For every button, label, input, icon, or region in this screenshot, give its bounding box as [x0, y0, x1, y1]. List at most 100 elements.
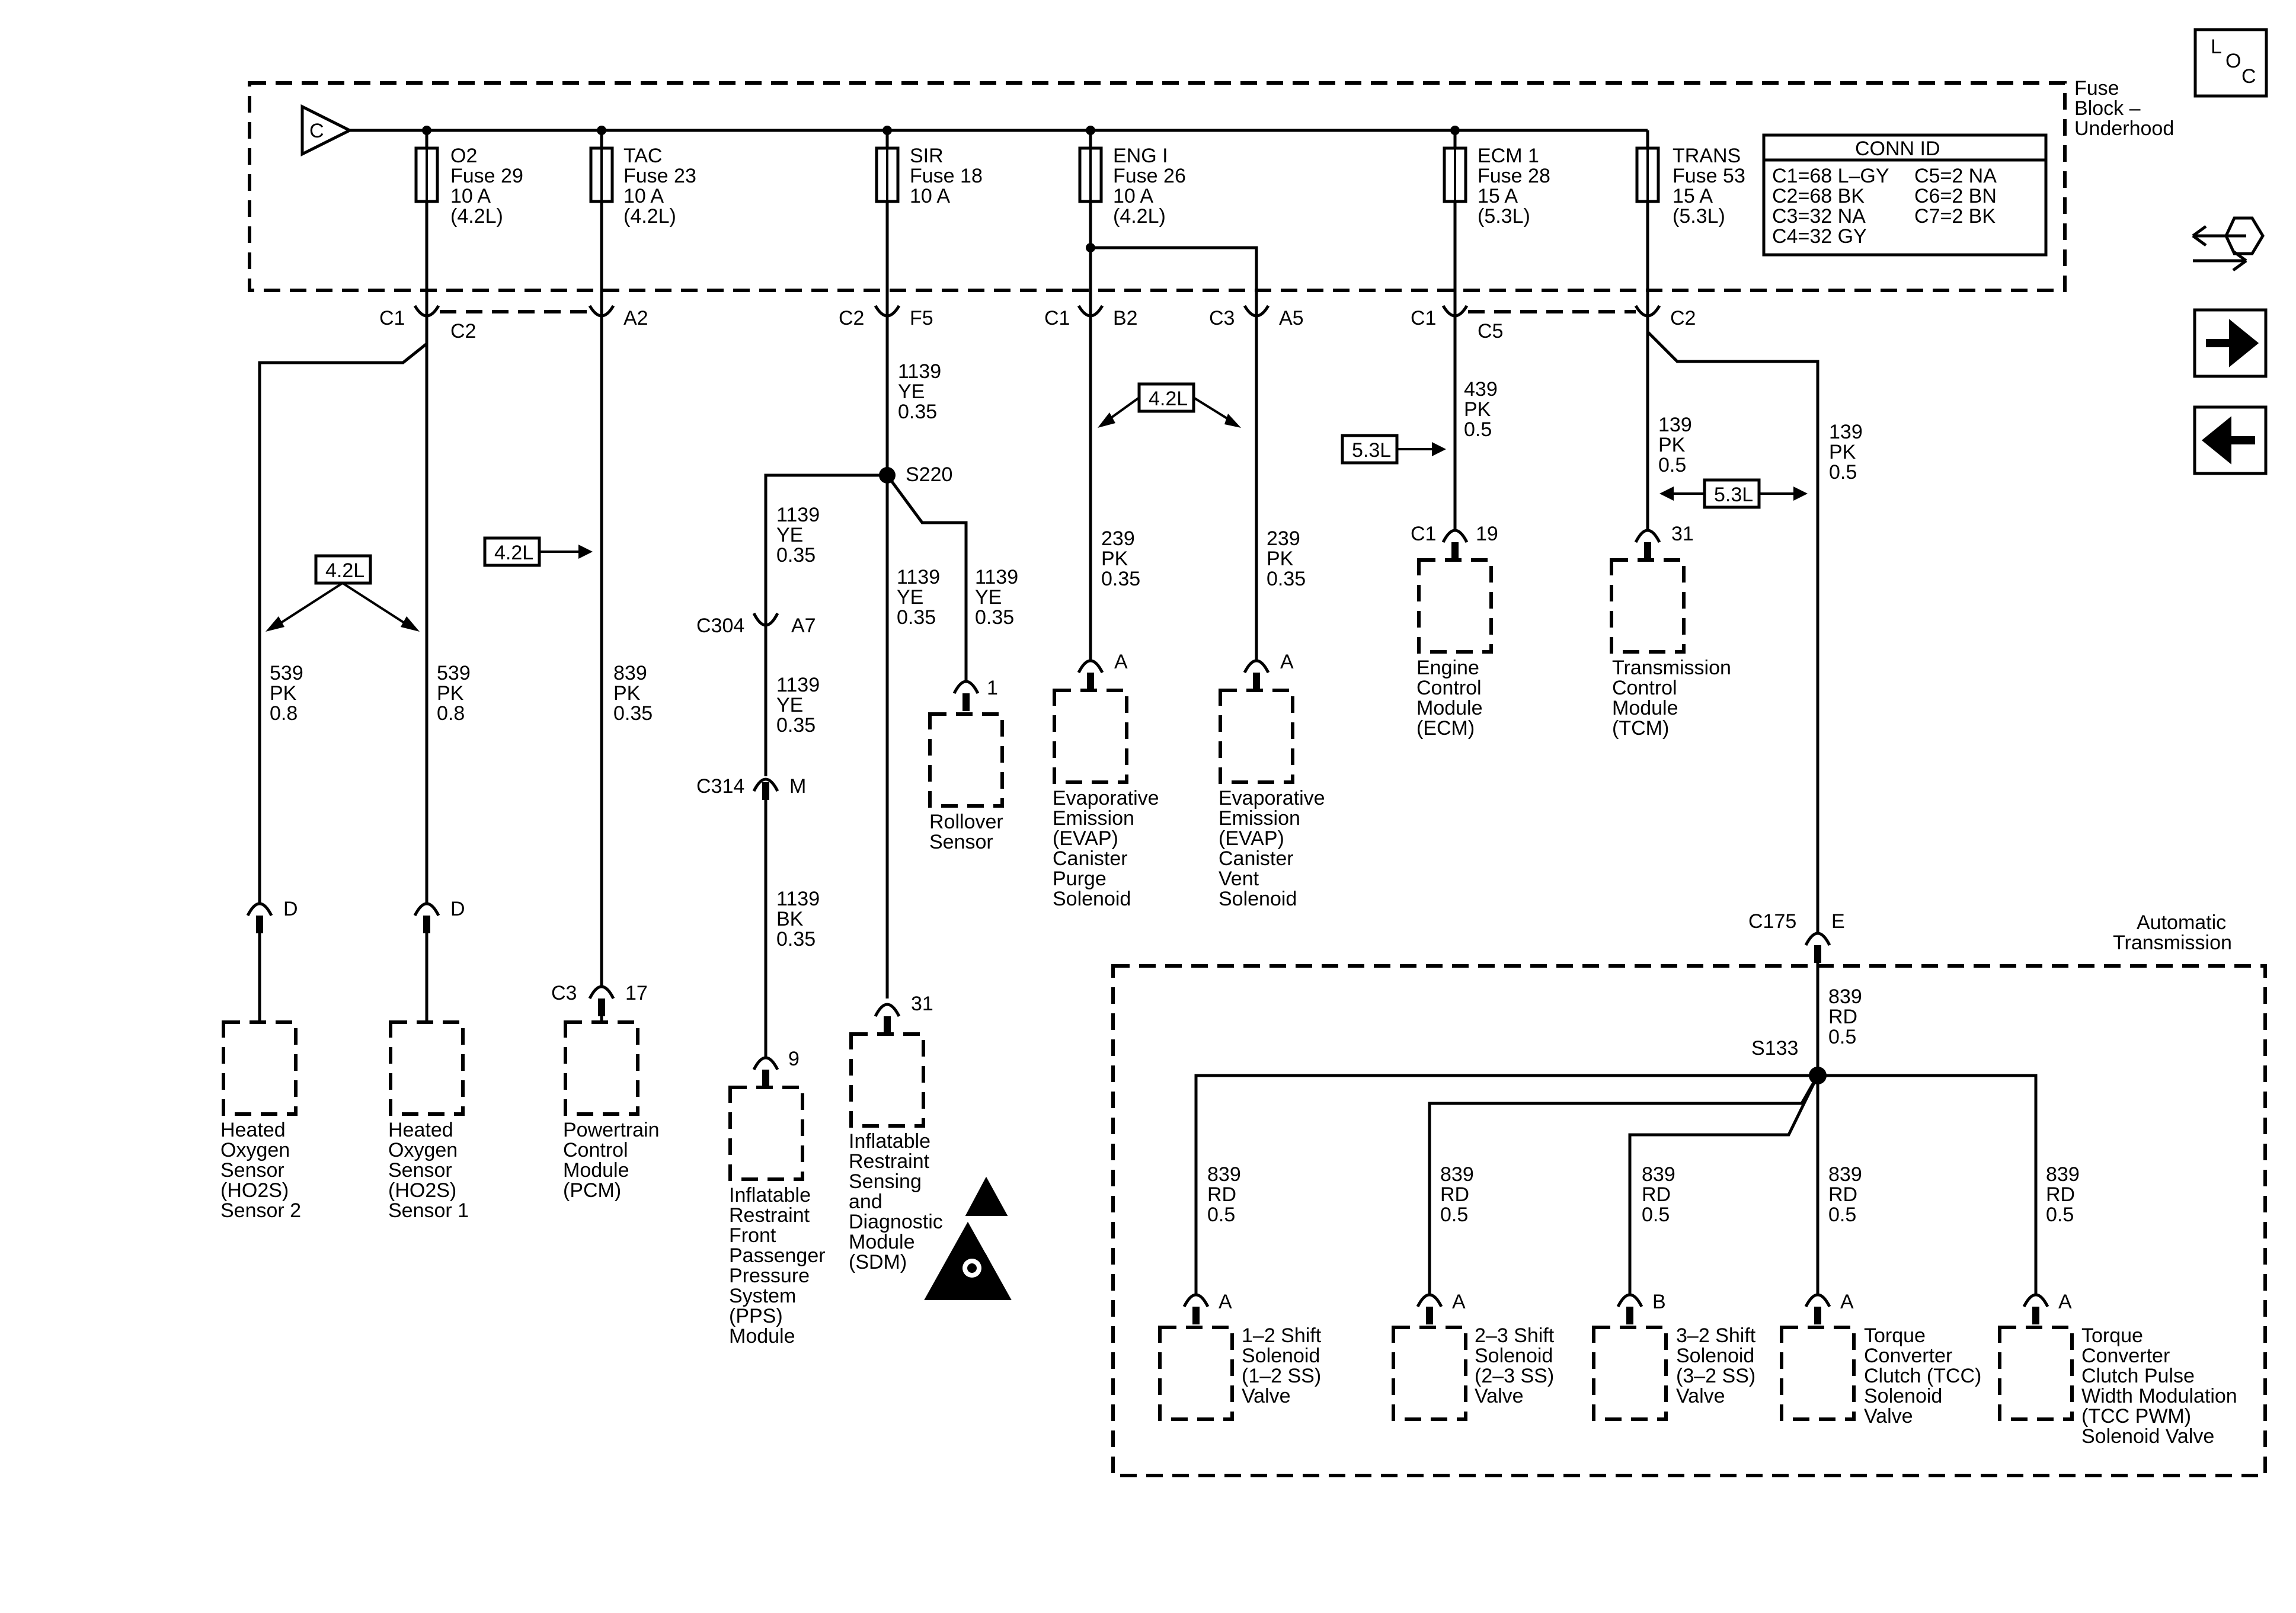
sdm-label: Inflatable Restraint Sensing and Diagnos… [849, 1130, 943, 1273]
svg-text:Rollover: Rollover [929, 811, 1003, 833]
ho2s1-label: Heated Oxygen Sensor (HO2S) Sensor 1 [388, 1119, 469, 1222]
tccpwm-component [1998, 1326, 2074, 1421]
svg-text:C175: C175 [1748, 910, 1796, 933]
svg-text:(3–2 SS): (3–2 SS) [1676, 1365, 1755, 1387]
wire-label-1139-top: 1139 YE 0.35 [898, 360, 941, 423]
fuse-trans: TRANS Fuse 53 15 A (5.3L) [1635, 130, 1745, 302]
svg-text:Fuse 28: Fuse 28 [1478, 165, 1550, 187]
svg-text:C3=32 NA: C3=32 NA [1772, 205, 1866, 228]
svg-text:Solenoid: Solenoid [1219, 888, 1297, 910]
wire-1139-pps [764, 473, 887, 607]
connector-pps-9: 9 [752, 1048, 800, 1087]
svg-text:(4.2L): (4.2L) [1113, 205, 1166, 228]
previous-page-button[interactable] [2193, 405, 2268, 475]
svg-text:C2: C2 [839, 307, 864, 329]
option-4.2l-evap: 4.2L [1098, 382, 1241, 428]
wire-label-1139-pps-a: 1139 YE 0.35 [776, 504, 820, 567]
svg-text:Valve: Valve [1676, 1385, 1725, 1407]
next-page-button[interactable] [2193, 308, 2268, 378]
svg-text:A7: A7 [791, 615, 816, 637]
svg-text:1: 1 [987, 677, 998, 699]
svg-text:5.3L: 5.3L [1714, 484, 1753, 506]
svg-text:19: 19 [1476, 523, 1498, 545]
svg-text:PK: PK [613, 682, 641, 705]
svg-text:A: A [1840, 1291, 1854, 1313]
tcc-component [1780, 1326, 1856, 1421]
wire-label-839-rd-feed: 839 RD 0.5 [1828, 985, 1862, 1048]
svg-text:Inflatable: Inflatable [729, 1184, 811, 1206]
svg-text:Converter: Converter [1864, 1345, 1952, 1367]
svg-text:(PPS): (PPS) [729, 1305, 783, 1327]
svg-text:Fuse: Fuse [2074, 77, 2119, 100]
wire-label-839-rd-tccpwm: 839 RD 0.5 [2046, 1163, 2080, 1226]
wire-label-439: 439 PK 0.5 [1464, 378, 1498, 441]
svg-text:Module: Module [1612, 697, 1678, 719]
svg-text:0.5: 0.5 [2046, 1204, 2074, 1226]
svg-text:YE: YE [898, 380, 925, 403]
tcm-label: Transmission Control Module (TCM) [1612, 657, 1731, 740]
connector-ss32-b: B [1616, 1291, 1666, 1324]
svg-text:15 A: 15 A [1478, 185, 1518, 207]
svg-text:0.5: 0.5 [1464, 418, 1492, 441]
svg-text:C1=68 L–GY: C1=68 L–GY [1772, 165, 1889, 187]
loc-icon[interactable]: L O C [2193, 28, 2268, 98]
connector-ss12-a: A [1182, 1291, 1232, 1324]
svg-text:C7=2 BK: C7=2 BK [1914, 205, 1996, 228]
svg-text:Engine: Engine [1416, 657, 1479, 679]
fuse-block-outline [248, 81, 2067, 292]
svg-text:Torque: Torque [1864, 1324, 1926, 1347]
svg-text:4.2L: 4.2L [494, 542, 533, 564]
wire-label-239-purge: 239 PK 0.35 [1101, 527, 1140, 590]
svg-text:2–3 Shift: 2–3 Shift [1475, 1324, 1555, 1347]
svg-text:0.8: 0.8 [270, 702, 298, 725]
connector-ecm-c1-19: C1 19 [1411, 523, 1498, 560]
connector-sdm-31: 31 [874, 993, 933, 1034]
service-tools-icon[interactable] [2192, 216, 2265, 272]
wire-label-239-vent: 239 PK 0.35 [1267, 527, 1306, 590]
sdm-component [849, 1032, 925, 1128]
loc-l: L [2211, 36, 2222, 58]
svg-text:0.35: 0.35 [776, 928, 816, 950]
svg-text:0.35: 0.35 [1267, 568, 1306, 590]
svg-text:4.2L: 4.2L [325, 559, 364, 582]
svg-text:C2=68 BK: C2=68 BK [1772, 185, 1865, 207]
svg-text:PK: PK [1267, 548, 1294, 570]
wire-label-839-rd-tcc: 839 RD 0.5 [1828, 1163, 1862, 1226]
ho2s2-label: Heated Oxygen Sensor (HO2S) Sensor 2 [220, 1119, 301, 1222]
connector-eng-b2: C1 B2 [1044, 302, 1138, 329]
svg-text:RD: RD [1828, 1006, 1857, 1028]
svg-text:10 A: 10 A [450, 185, 491, 207]
wire-839-tccpwm [1818, 1074, 2038, 1295]
ecm-label: Engine Control Module (ECM) [1416, 657, 1483, 740]
svg-text:Sensor: Sensor [929, 831, 993, 853]
svg-text:C5: C5 [1478, 320, 1503, 343]
connector-sir: C2 F5 [839, 302, 933, 329]
svg-text:C2: C2 [450, 320, 476, 343]
connector-vent-a: A [1243, 651, 1294, 690]
svg-text:0.8: 0.8 [437, 702, 465, 725]
fuse-block-label: Fuse Block – Underhood [2074, 77, 2174, 140]
svg-text:D: D [283, 898, 298, 920]
ss32-label: 3–2 Shift Solenoid (3–2 SS) Valve [1676, 1324, 1756, 1407]
ss12-label: 1–2 Shift Solenoid (1–2 SS) Valve [1242, 1324, 1322, 1407]
svg-text:539: 539 [437, 662, 471, 684]
svg-text:YE: YE [776, 694, 803, 716]
svg-text:10 A: 10 A [623, 185, 664, 207]
svg-text:1139: 1139 [776, 504, 820, 526]
svg-text:(TCC PWM): (TCC PWM) [2081, 1405, 2191, 1428]
option-4.2l-o2: 4.2L [266, 554, 420, 632]
svg-text:Transmission: Transmission [2113, 932, 2232, 954]
svg-text:139: 139 [1658, 414, 1692, 436]
svg-text:Torque: Torque [2081, 1324, 2143, 1347]
svg-text:Restraint: Restraint [849, 1150, 930, 1173]
svg-text:439: 439 [1464, 378, 1498, 401]
svg-text:Automatic: Automatic [2137, 911, 2226, 934]
svg-text:C6=2 BN: C6=2 BN [1914, 185, 1997, 207]
svg-text:ECM 1: ECM 1 [1478, 145, 1539, 167]
svg-text:839: 839 [2046, 1163, 2080, 1186]
svg-text:C1: C1 [1411, 523, 1436, 545]
svg-text:YE: YE [975, 586, 1002, 609]
svg-text:(4.2L): (4.2L) [623, 205, 676, 228]
option-5.3l-tcm: 5.3L [1659, 478, 1808, 509]
svg-text:0.35: 0.35 [897, 606, 936, 629]
